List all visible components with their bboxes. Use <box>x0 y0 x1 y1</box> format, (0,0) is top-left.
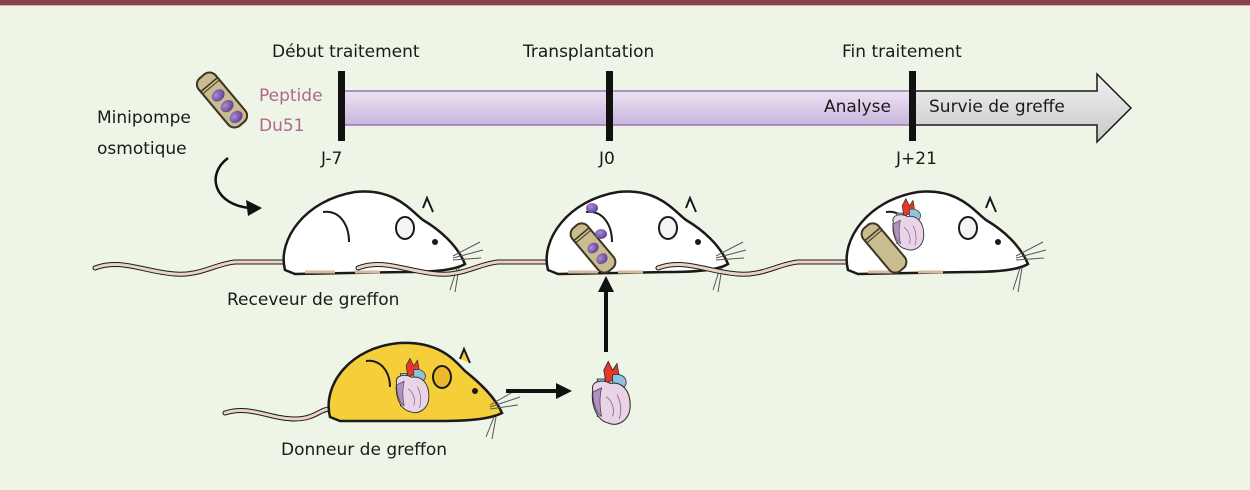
event-title-transplant: Transplantation <box>523 42 655 62</box>
osmotic-pump-icon <box>195 71 249 129</box>
treatment-bar <box>342 90 914 126</box>
donor-label: Donneur de greffon <box>281 440 448 460</box>
pump-label-line1: Minipompe <box>97 108 191 128</box>
transplanted-mouse-icon <box>658 192 1046 292</box>
analysis-label: Analyse <box>824 97 891 117</box>
donor-mouse-icon <box>222 341 521 440</box>
recipient-label: Receveur de greffon <box>227 290 400 310</box>
tick-j0 <box>606 71 613 141</box>
treated-mouse-icon <box>358 192 746 292</box>
tick-j-minus-7 <box>338 71 345 141</box>
day-label-j-minus-7: J-7 <box>321 149 343 169</box>
peptide-label-line1: Peptide <box>259 86 323 106</box>
heart-icon <box>591 360 631 425</box>
top-border <box>0 0 1250 5</box>
day-label-j-plus-21: J+21 <box>896 149 937 169</box>
curved-arrow-icon <box>214 156 251 210</box>
recipient-mouse-icon <box>95 192 483 292</box>
pump-label-line2: osmotique <box>97 139 187 159</box>
event-title-start: Début traitement <box>272 42 420 62</box>
graft-survival-label: Survie de greffe <box>929 97 1065 117</box>
top-border-line <box>0 5 1250 6</box>
day-label-j0: J0 <box>599 149 615 169</box>
tick-j-plus-21 <box>909 71 916 141</box>
survival-arrow <box>912 72 1133 144</box>
event-title-end: Fin traitement <box>842 42 962 62</box>
peptide-label-line2: Du51 <box>259 116 305 136</box>
